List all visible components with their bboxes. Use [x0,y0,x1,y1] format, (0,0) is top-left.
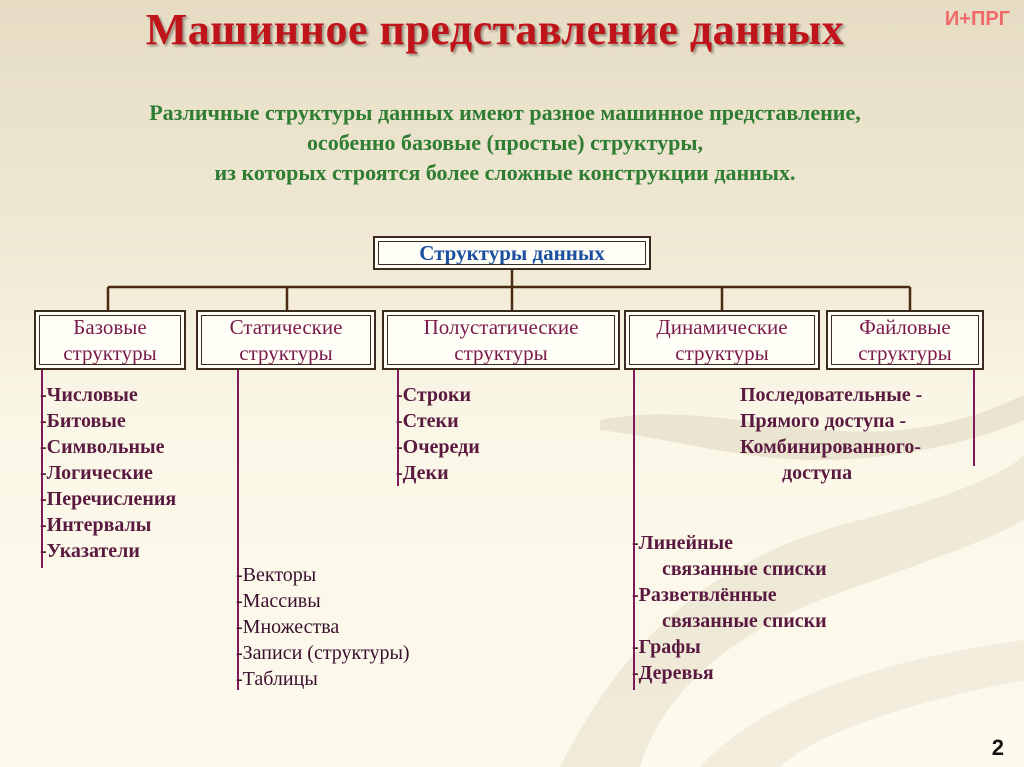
list-item: -Деревья [632,662,714,684]
list-item: -Графы [632,636,701,658]
list-item: -Деки [396,462,449,484]
list-item: -Разветвлённые [632,584,777,606]
list-item: -Указатели [40,540,140,562]
category-dynamic: Динамические структуры [624,310,820,370]
category-semistatic-line2: структуры [454,341,548,365]
category-semistatic-line1: Полустатические [423,315,579,339]
slide-subtitle: Различные структуры данных имеют разное … [0,98,1010,188]
list-item: связанные списки [662,558,827,580]
list-item: -Битовые [40,410,126,432]
list-item: -Массивы [236,590,321,612]
list-item: -Таблицы [236,668,318,690]
category-static-line2: структуры [239,341,333,365]
category-dynamic-line2: структуры [675,341,769,365]
base-items-list: -Числовые -Битовые -Символьные -Логическ… [40,382,176,564]
category-dynamic-line1: Динамические [656,315,788,339]
subtitle-line-2: особенно базовые (простые) структуры, [306,130,704,155]
category-base-line2: структуры [63,341,157,365]
list-item: -Перечисления [40,488,177,510]
list-item: Прямого доступа - [740,410,907,432]
category-base: Базовые структуры [34,310,186,370]
list-item: связанные списки [662,610,827,632]
subtitle-line-1: Различные структуры данных имеют разное … [149,100,861,125]
category-static: Статические структуры [196,310,376,370]
category-base-line1: Базовые [73,315,147,339]
file-items-list: Последовательные - Прямого доступа - Ком… [740,382,922,486]
list-item: -Множества [236,616,340,638]
dynamic-items-list: -Линейные связанные списки -Разветвлённы… [632,530,827,686]
category-static-line1: Статические [229,315,343,339]
list-item: -Стеки [396,410,459,432]
category-file: Файловые структуры [826,310,984,370]
list-item: -Строки [396,384,472,406]
list-item: -Очереди [396,436,480,458]
page-number: 2 [991,735,1004,760]
semistatic-items-list: -Строки -Стеки -Очереди -Деки [396,382,480,486]
list-item: Комбинированного- [740,436,922,458]
root-box: Структуры данных [373,236,651,270]
list-item: -Интервалы [40,514,152,536]
list-item: -Записи (структуры) [236,642,410,664]
slide-title: Машинное представление данных [145,5,845,54]
root-label: Структуры данных [419,241,605,265]
corner-label: И+ПРГ [944,8,1010,30]
list-item: -Логические [40,462,153,484]
category-file-line2: структуры [858,341,952,365]
subtitle-line-3: из которых строятся более сложные констр… [214,160,796,185]
list-item: Последовательные - [740,384,923,406]
list-item: -Символьные [40,436,165,458]
category-file-line1: Файловые [859,315,951,339]
list-item: -Линейные [632,532,734,554]
list-item: -Числовые [40,384,138,406]
category-semistatic: Полустатические структуры [382,310,620,370]
list-item: -Векторы [236,564,317,586]
list-item: доступа [782,462,853,484]
static-items-list: -Векторы -Массивы -Множества -Записи (ст… [236,562,410,692]
